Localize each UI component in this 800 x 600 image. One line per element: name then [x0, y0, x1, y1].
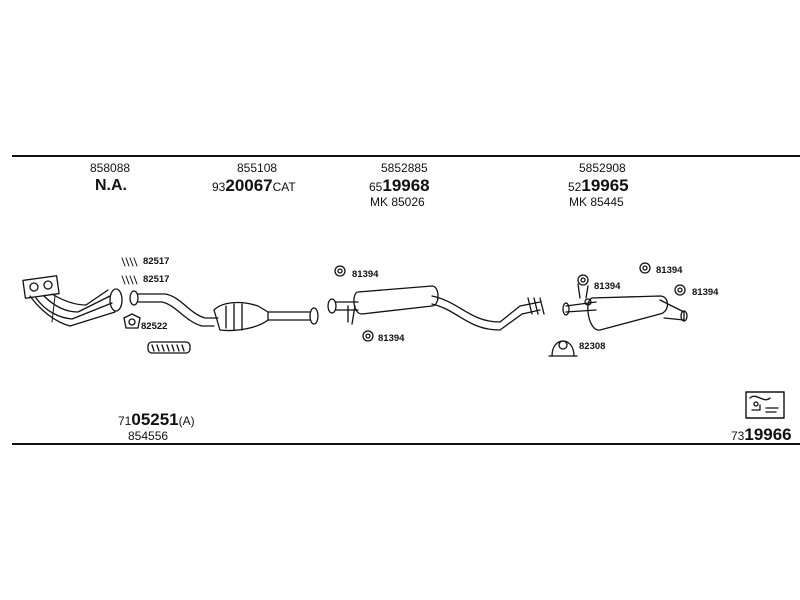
kit-sub-number: 854556: [128, 429, 169, 443]
exhaust-manifold-icon: [22, 275, 123, 327]
callout-hanger-1: 81394: [352, 269, 379, 280]
callout-u-clamp: 82308: [579, 341, 606, 352]
col2-part-number: 855108: [237, 161, 278, 175]
total-main: 19966: [744, 425, 792, 444]
callout-clamp-a: 82517: [143, 256, 170, 267]
callout-hanger-2: 81394: [378, 333, 405, 344]
catalog-reference-icon: [745, 391, 785, 419]
col4-kit-prefix: 52: [568, 180, 582, 194]
col3-kit-number: 6519968: [369, 177, 430, 194]
rear-silencer-icon: [562, 283, 688, 331]
callout-hanger-3: 81394: [594, 281, 621, 292]
rubber-hanger-icon: [334, 262, 686, 342]
total-prefix: 73: [731, 429, 745, 443]
col4-kit-number: 5219965: [568, 177, 629, 194]
col1-label: N.A.: [95, 177, 127, 194]
clamp-icon: [121, 257, 138, 285]
col3-kit-main: 19968: [382, 176, 430, 195]
total-kit-number: 7319966: [731, 426, 792, 443]
top-rule: [12, 155, 800, 157]
col2-kit-prefix: 93: [212, 180, 226, 194]
col3-mk-number: MK 85026: [370, 195, 425, 209]
kit-main: 05251: [131, 410, 179, 429]
heat-shield-icon: [147, 341, 191, 354]
kit-number: 7105251(A): [118, 411, 195, 428]
gasket-icon: [123, 313, 141, 329]
col4-mk-number: MK 85445: [569, 195, 624, 209]
col3-kit-prefix: 65: [369, 180, 383, 194]
kit-prefix: 71: [118, 414, 132, 428]
center-silencer-icon: [327, 285, 545, 331]
callout-hanger-5: 81394: [692, 287, 719, 298]
kit-suffix: (A): [178, 414, 195, 428]
col2-kit-suffix: CAT: [272, 180, 296, 194]
col4-part-number: 5852908: [579, 161, 626, 175]
col2-kit-main: 20067: [225, 176, 273, 195]
bottom-rule: [12, 443, 800, 445]
callout-clamp-b: 82517: [143, 274, 170, 285]
callout-gasket: 82522: [141, 321, 168, 332]
u-clamp-icon: [548, 340, 578, 357]
col1-part-number: 858088: [90, 161, 131, 175]
callout-hanger-4: 81394: [656, 265, 683, 276]
col3-part-number: 5852885: [381, 161, 428, 175]
col4-kit-main: 19965: [581, 176, 629, 195]
col2-kit-number: 9320067CAT: [212, 177, 296, 194]
catalytic-converter-icon: [129, 290, 319, 332]
